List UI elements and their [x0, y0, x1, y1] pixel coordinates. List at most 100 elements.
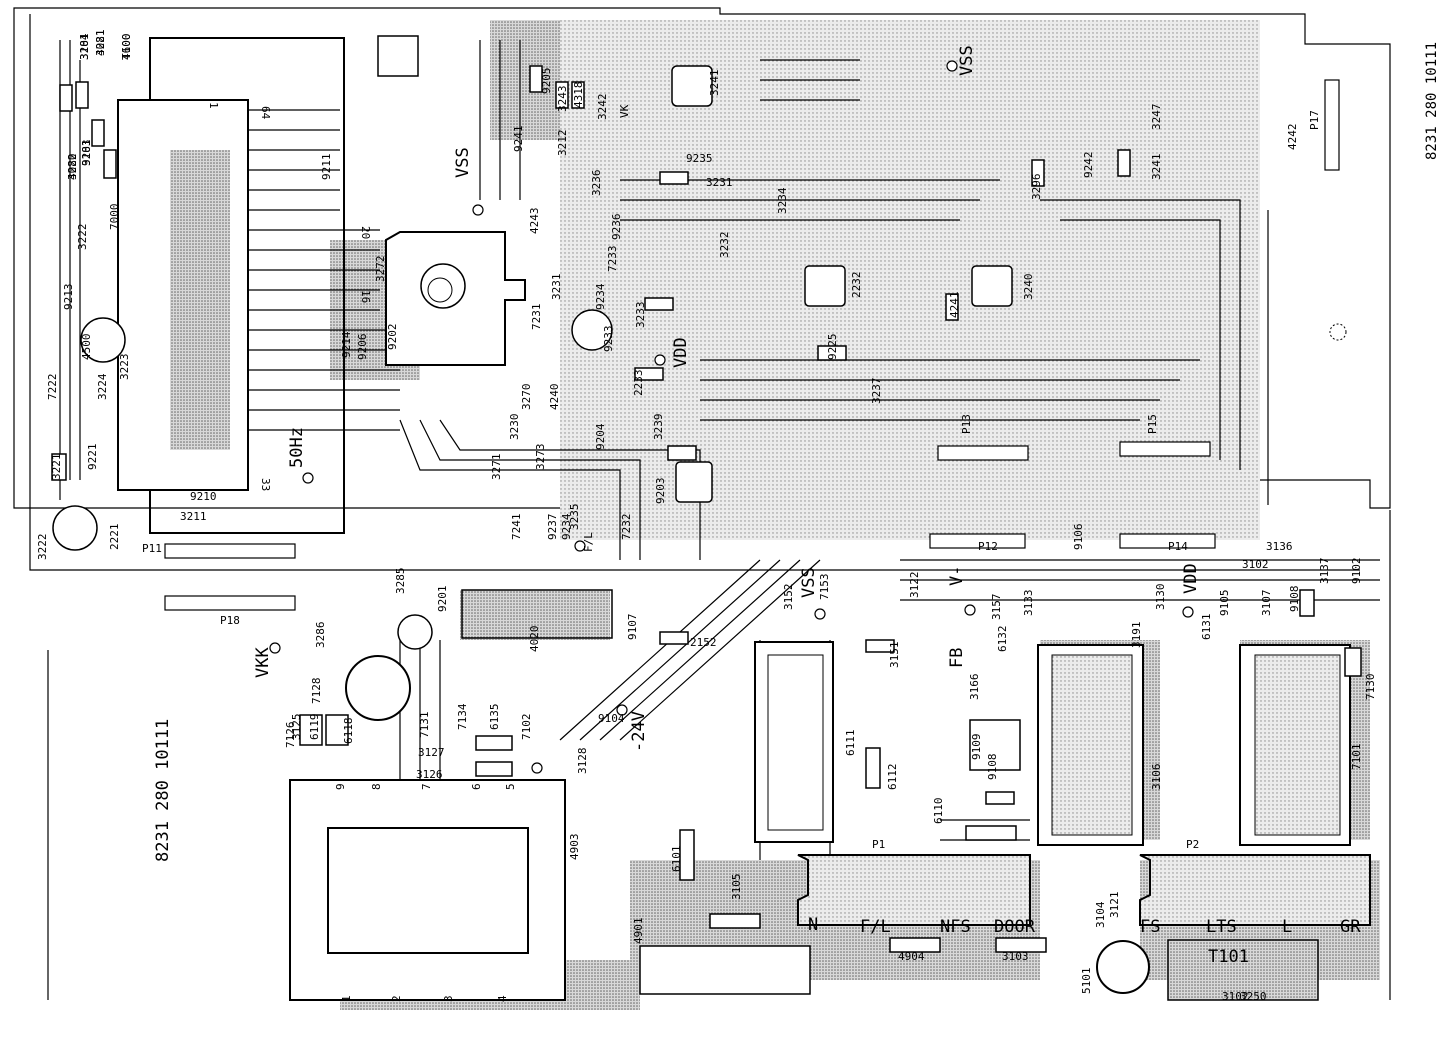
- component-ref-9105: 9105: [1218, 590, 1231, 617]
- component-ref-9235: 9235: [686, 152, 713, 165]
- component-ref-3151: 3151: [888, 642, 901, 669]
- label-p15: P15: [1146, 414, 1159, 434]
- component-ref-4020: 4020: [528, 626, 541, 653]
- label-p13: P13: [960, 414, 973, 434]
- component-ref-3122: 3122: [908, 572, 921, 599]
- component-ref-3282: 3282: [66, 154, 79, 181]
- component-ref-3126: 3126: [416, 768, 443, 781]
- component-ref-3234: 3234: [776, 187, 789, 214]
- component-ref-9107: 9107: [626, 614, 639, 641]
- label-50hz: 50Hz: [287, 427, 307, 468]
- component-ref-3221: 3221: [50, 454, 63, 481]
- component-ref-3101: 3101: [78, 34, 91, 61]
- component-ref-3222: 3222: [76, 224, 89, 251]
- component-ref-7131: 7131: [418, 712, 431, 739]
- component-ref-9104: 9104: [598, 712, 625, 725]
- component-ref-4243: 4243: [528, 208, 541, 235]
- component-ref-3239: 3239: [652, 414, 665, 441]
- component-ref-3125: 3125: [290, 714, 303, 741]
- component-ref-3230: 3230: [508, 414, 521, 441]
- component-ref-9102: 9102: [1350, 558, 1363, 585]
- component-ref-9205: 9205: [540, 68, 553, 95]
- ic-7000: 64 33 1: [117, 37, 345, 534]
- component-ref-9202: 9202: [386, 324, 399, 351]
- relay-pin-8: 8: [370, 783, 383, 790]
- component-ref-4904: 4904: [898, 950, 925, 963]
- relays: [754, 641, 1351, 846]
- component-ref-6112: 6112: [886, 764, 899, 791]
- component-ref-3283: 3283: [80, 140, 93, 167]
- component-ref-6118: 6118: [342, 718, 355, 745]
- component-ref-9211: 9211: [320, 154, 333, 181]
- component-ref-9241: 9241: [512, 126, 525, 153]
- component-ref-7000: 7000: [108, 204, 121, 231]
- ic-pin-16: 16: [359, 290, 372, 303]
- component-ref-3272: 3272: [374, 256, 387, 283]
- component-ref-3231: 3231: [706, 176, 733, 189]
- vias: [269, 60, 1347, 774]
- relay-pin-5: 5: [504, 783, 517, 790]
- component-ref-3241: 3241: [708, 70, 721, 97]
- component-ref-3284: 3284: [78, 33, 91, 60]
- component-ref-3128: 3128: [576, 748, 589, 775]
- terminal-labels: F/L NFS DOOR N FS LTS L GR T101: [808, 915, 1361, 967]
- label-vk-top: VK: [618, 104, 631, 118]
- component-ref-3104: 3104: [1094, 901, 1107, 928]
- label-vss-mid: VSS: [799, 567, 819, 598]
- component-ref-3237: 3237: [870, 378, 883, 405]
- component-ref-7101: 7101: [1350, 744, 1363, 771]
- label-p11: P11: [142, 542, 162, 555]
- terminal-gr: GR: [1340, 917, 1361, 937]
- component-ref-3241: 3241: [1150, 154, 1163, 181]
- component-ref-9106: 9106: [1072, 524, 1085, 551]
- component-ref-3247: 3247: [1150, 104, 1163, 131]
- terminal-door: DOOR: [994, 917, 1036, 937]
- component-ref-3152: 3152: [782, 584, 795, 611]
- component-ref-9234: 9234: [560, 513, 573, 540]
- component-ref-3105: 3105: [730, 874, 743, 901]
- component-ref-3106: 3106: [1150, 764, 1163, 791]
- component-ref-3211: 3211: [180, 510, 207, 523]
- component-ref-4901: 4901: [632, 918, 645, 945]
- component-ref-3191: 3191: [1130, 622, 1143, 649]
- component-ref-6135: 6135: [488, 704, 501, 731]
- label-p17: P17: [1308, 110, 1321, 130]
- component-ref-7130: 7130: [1364, 674, 1377, 701]
- component-ref-3137: 3137: [1318, 558, 1331, 585]
- label-v-minus: V-: [947, 566, 967, 586]
- header-connectors: [164, 79, 1340, 611]
- label-fl-small: F/L: [582, 532, 595, 552]
- component-ref-9221: 9221: [86, 444, 99, 471]
- ic-pin-64: 64: [259, 106, 272, 120]
- component-ref-3212: 3212: [556, 130, 569, 157]
- component-ref-6101: 6101: [670, 846, 683, 873]
- board-code-left: 8231 280 10111: [153, 719, 173, 862]
- relay-pin-9: 9: [334, 783, 347, 790]
- ic-4318: 20 16: [359, 226, 526, 366]
- component-ref-3296: 3296: [1030, 174, 1043, 201]
- component-ref-4242: 4242: [1286, 124, 1299, 151]
- component-ref-4021: 4021: [94, 30, 107, 57]
- component-ref-T100: T100: [120, 34, 133, 61]
- component-ref-4500: 4500: [80, 334, 93, 361]
- ic-pin-1: 1: [207, 102, 220, 109]
- passive-components: [51, 35, 1362, 995]
- terminal-l: L: [1282, 917, 1292, 937]
- label-p14: P14: [1168, 540, 1188, 553]
- label-p1: P1: [872, 838, 885, 851]
- relay-pin-4: 4: [496, 995, 509, 1002]
- component-ref-3103: 3103: [1002, 950, 1029, 963]
- component-ref-7153: 7153: [818, 574, 831, 601]
- component-ref-4240: 4240: [548, 384, 561, 411]
- component-ref-6132: 6132: [996, 626, 1009, 653]
- component-ref-3224: 3224: [96, 373, 109, 400]
- ic-pin-33: 33: [259, 478, 272, 491]
- component-ref-7233: 7233: [606, 246, 619, 273]
- component-ref-3102: 3102: [1222, 990, 1249, 1003]
- label-vss-top-center: VSS: [453, 147, 473, 178]
- label-fb: FB: [947, 648, 967, 668]
- component-ref-9204: 9204: [594, 423, 607, 450]
- relay-pin-7: 7: [420, 783, 433, 790]
- component-ref-3166: 3166: [968, 674, 981, 701]
